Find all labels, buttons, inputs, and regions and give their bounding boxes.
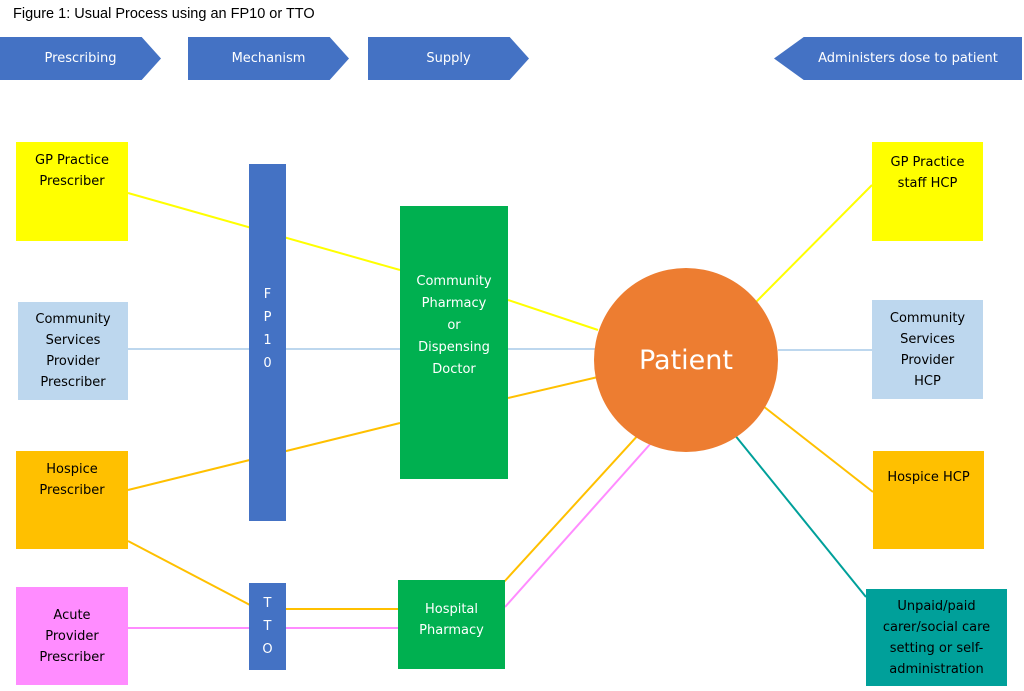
patient-circle: Patient — [594, 268, 778, 452]
connector-pharmacy-to-patient-gp — [507, 299, 599, 331]
tto-mechanism-bar: T T O — [249, 583, 286, 670]
hospice-prescriber-box: Hospice Prescriber — [16, 451, 128, 549]
connector-hospital-to-patient-orange — [502, 432, 641, 584]
stage-prescribing-label: Prescribing — [44, 51, 117, 66]
connector-patient-to-carer — [733, 433, 867, 598]
community-services-prescriber-box: Community Services Provider Prescriber — [18, 302, 128, 400]
gp-practice-staff-hcp-box: GP Practice staff HCP — [872, 142, 983, 241]
connector-hospice-to-tto — [127, 540, 251, 606]
stage-supply-label: Supply — [426, 51, 471, 66]
fp10-mechanism-bar: F P 1 0 — [249, 164, 286, 521]
community-services-prescriber-label: Community Services Provider Prescriber — [35, 312, 111, 390]
fp10-letter: 0 — [263, 355, 272, 371]
stage-supply-arrow: Supply — [368, 37, 529, 80]
connector-pharmacy-to-patient-hospice — [507, 376, 599, 399]
acute-provider-prescriber-label: Acute Provider Prescriber — [39, 607, 105, 665]
carer-self-administration-label: Unpaid/paid carer/social care setting or… — [882, 598, 991, 677]
community-services-hcp-box: Community Services Provider HCP — [872, 300, 983, 399]
acute-provider-prescriber-box: Acute Provider Prescriber — [16, 587, 128, 685]
hospice-hcp-box: Hospice HCP — [873, 451, 984, 549]
figure-title: Figure 1: Usual Process using an FP10 or… — [13, 6, 315, 22]
tto-letter: T — [263, 596, 272, 611]
hospital-pharmacy-label: Hospital Pharmacy — [419, 601, 484, 638]
stage-prescribing-arrow: Prescribing — [0, 37, 161, 80]
gp-practice-staff-hcp-label: GP Practice staff HCP — [890, 155, 965, 191]
gp-practice-prescriber-label: GP Practice Prescriber — [35, 153, 109, 189]
carer-self-administration-box: Unpaid/paid carer/social care setting or… — [866, 589, 1007, 686]
fp10-letter: 1 — [263, 332, 272, 348]
community-pharmacy-box: Community Pharmacy or Dispensing Doctor — [400, 206, 508, 479]
patient-label: Patient — [638, 344, 733, 376]
connector-hospital-to-patient-pink — [504, 441, 653, 608]
hospice-hcp-label: Hospice HCP — [887, 470, 970, 485]
connector-patient-to-hospice-hcp — [762, 405, 874, 493]
gp-practice-prescriber-box: GP Practice Prescriber — [16, 142, 128, 241]
community-services-hcp-label: Community Services Provider HCP — [889, 310, 966, 389]
community-pharmacy-label: Community Pharmacy or Dispensing Doctor — [416, 273, 492, 377]
connector-patient-to-gp-staff — [755, 184, 873, 303]
tto-letter: O — [262, 642, 273, 657]
tto-letter: T — [263, 619, 272, 634]
stage-mechanism-arrow: Mechanism — [188, 37, 349, 80]
fp10-letter: F — [263, 286, 272, 302]
hospice-prescriber-label: Hospice Prescriber — [39, 462, 105, 498]
stage-administers-arrow: Administers dose to patient — [774, 37, 1022, 80]
stage-mechanism-label: Mechanism — [231, 51, 306, 66]
stage-administers-label: Administers dose to patient — [818, 51, 998, 66]
hospital-pharmacy-box: Hospital Pharmacy — [398, 580, 505, 669]
fp10-letter: P — [263, 309, 272, 325]
